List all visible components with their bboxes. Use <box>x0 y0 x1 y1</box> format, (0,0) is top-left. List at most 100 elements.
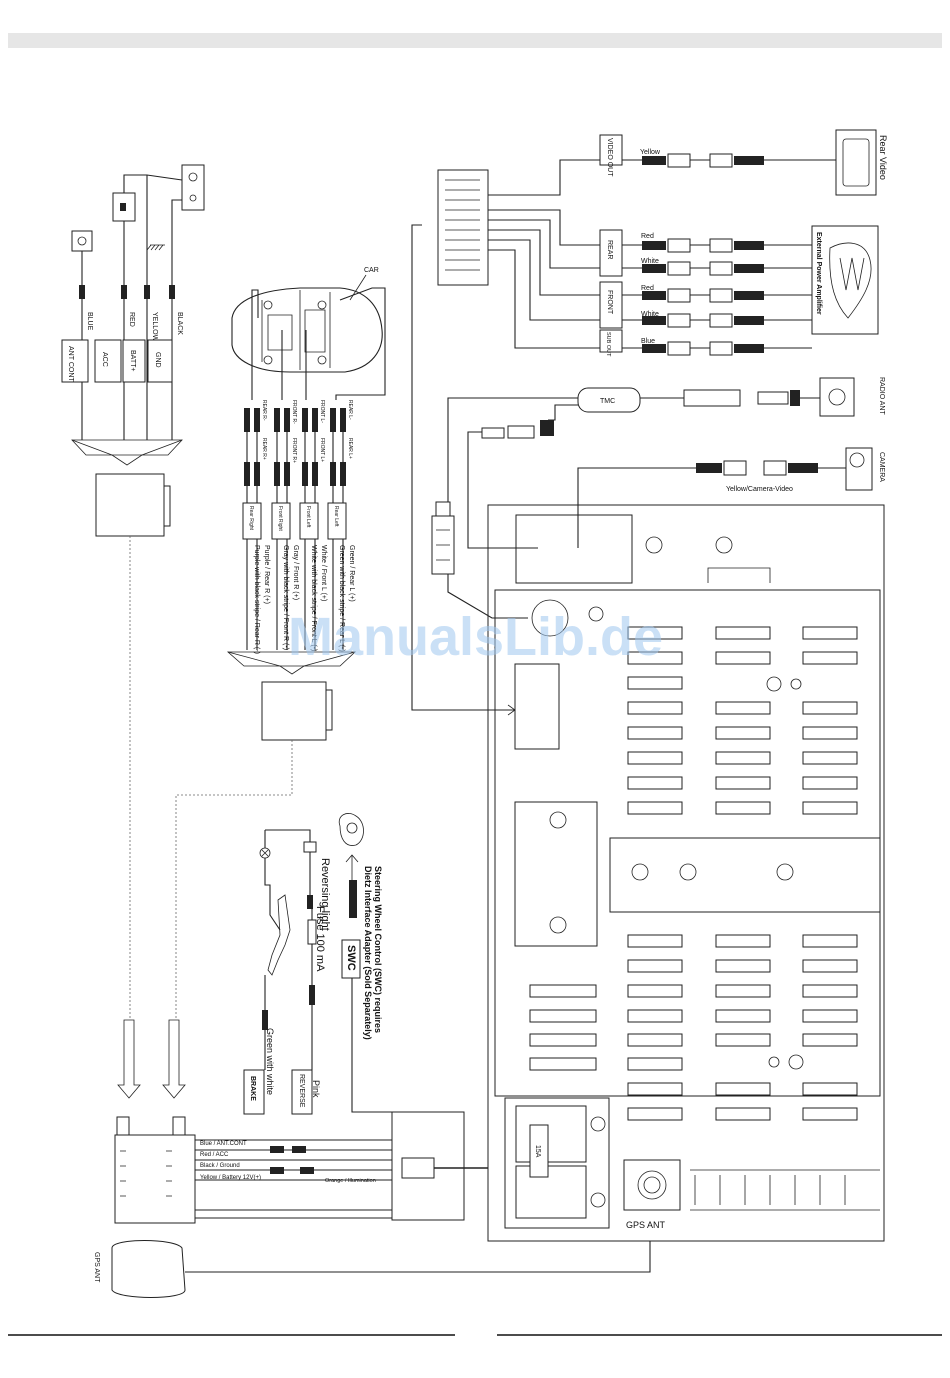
swc-label: SWC <box>345 945 357 971</box>
brake-pedal-symbol <box>267 894 291 976</box>
camera-label: CAMERA <box>878 452 885 482</box>
swc-note-line2: Dietz Interface Adapter (Sold Separately… <box>363 866 373 1040</box>
gps-socket <box>637 1170 667 1200</box>
harness-label-yellow: Yellow / Battery 12V(+) <box>200 1175 261 1181</box>
fuse-label: Fuse 100 mA <box>314 906 326 972</box>
acc-label: ACC <box>101 352 108 367</box>
tag-rear-right <box>242 502 262 540</box>
vent-slots <box>529 626 858 1121</box>
plug-label-front-l-plus: FRONT L+ <box>319 438 325 462</box>
reverse-box <box>291 1069 313 1115</box>
camera-body <box>845 447 873 491</box>
speaker-connectors <box>244 408 346 486</box>
video-out-label: VIDEO OUT <box>606 138 613 177</box>
wire-label-gray: Gray / Front R (+) <box>292 545 299 600</box>
gps-antenna-puck <box>111 1240 186 1298</box>
gps-ant-label-left: GPS ANT <box>93 1252 100 1283</box>
svg-text:Front Left: Front Left <box>305 506 311 528</box>
color-label-yellow: Yellow <box>640 149 661 156</box>
camera-wire-label: Yellow/Camera-Video <box>726 486 793 493</box>
svg-text:Rear Left: Rear Left <box>333 506 339 527</box>
radio-ant-label: RADIO ANT <box>878 377 885 415</box>
ant-cont-box <box>61 339 89 383</box>
plug-label-rear-l-plus: REAR L+ <box>347 438 353 459</box>
watermark: ManualsLib.de <box>288 607 663 667</box>
main-harness: Blue / ANT.CONT Red / ACC Black / Ground… <box>114 1111 509 1224</box>
color-label-red-2: Red <box>641 285 654 292</box>
brake-box <box>243 1069 265 1115</box>
gps-ant-unit-label: GPS ANT <box>626 1220 666 1230</box>
wire-label-white: White / Front L (+) <box>320 545 327 601</box>
swc-note-line1: Steering Wheel Control (SWC) requires <box>373 866 383 1033</box>
rca-plugs <box>622 153 836 356</box>
harness-label-blue: Blue / ANT.CONT <box>200 1141 247 1147</box>
video-out-box <box>599 134 623 166</box>
tag-rear-left <box>327 502 347 540</box>
rear-out-box <box>599 229 623 277</box>
amplifier-label: External Power Amplifier <box>815 232 822 315</box>
iso-connector <box>114 1134 196 1224</box>
batt-box <box>122 339 146 383</box>
car-outline <box>231 287 383 373</box>
power-wire-label-red: RED <box>128 312 135 327</box>
av-outputs: VIDEO OUT REAR FRONT SUB OUT Yellow Red … <box>437 129 888 357</box>
color-label-white-2: White <box>641 311 659 318</box>
ant-cont-label: ANT CONT <box>67 346 74 382</box>
down-arrow-2 <box>162 1019 186 1099</box>
reversing-light-label: Reversing light <box>319 858 331 931</box>
front-out-box <box>599 281 623 329</box>
tmc-label: TMC <box>600 398 615 405</box>
gnd-label: GND <box>154 352 161 368</box>
wire-label-white-black: White with black stripe / Front L (-) <box>310 545 317 651</box>
speaker-plug-block <box>261 681 327 741</box>
steering-wheel-symbol <box>338 813 364 846</box>
pink-label: Pink <box>311 1080 321 1098</box>
sub-out-box <box>599 329 623 353</box>
harness-label-black: Black / Ground <box>200 1163 240 1169</box>
rear-video-label: Rear Video <box>878 135 888 180</box>
external-amplifier <box>811 225 879 335</box>
wire-label-green: Green / Rear L (+) <box>348 545 355 602</box>
tag-front-right <box>271 502 291 540</box>
tag-front-left <box>299 502 319 540</box>
rear-video-monitor <box>835 129 877 196</box>
brake-label: BRAKE <box>249 1076 256 1101</box>
color-label-white-1: White <box>641 258 659 265</box>
plug-label-rear-r-plus: REAR R+ <box>261 438 267 460</box>
radio-ant-socket <box>531 599 569 637</box>
radio-ant-extension <box>683 389 741 407</box>
head-unit-rear: 15A GPS ANT <box>487 504 885 1242</box>
harness-label-red: Red / ACC <box>200 1152 229 1158</box>
plug-label-front-l-minus: FRONT L- <box>319 400 325 423</box>
acc-box <box>94 339 122 383</box>
antenna-symbol <box>71 230 93 252</box>
plug-label-front-r-plus: FRONT R+ <box>291 438 297 463</box>
down-arrow-1 <box>117 1019 141 1099</box>
power-plug-block <box>95 473 165 537</box>
svg-text:Rear Right: Rear Right <box>248 506 254 531</box>
wire-label-green-black: Green with black stripe / Rear L (-) <box>338 545 345 652</box>
reverse-label: REVERSE <box>298 1074 305 1108</box>
rear-out-label: REAR <box>606 240 613 259</box>
color-label-blue: Blue <box>641 338 655 345</box>
fuse-15a-label: 15A <box>534 1145 541 1158</box>
harness-label-orange: Orange / Illumination <box>325 1178 376 1184</box>
power-wire-label-yellow: YELLOW <box>151 312 158 342</box>
batt-label: BATT+ <box>129 350 136 371</box>
svg-text:Front Right: Front Right <box>277 506 283 531</box>
radio-ant-socket-symbol <box>819 377 855 417</box>
mount-bracket <box>514 801 598 947</box>
power-wire-label-blue: BLUE <box>86 312 93 331</box>
av-harness-connector <box>437 169 489 286</box>
front-out-label: FRONT <box>606 290 613 315</box>
ignition-switch-symbol <box>181 164 205 211</box>
av-connector <box>514 663 560 750</box>
wire-label-purple: Purple / Rear R (+) <box>263 545 270 604</box>
power-wire-label-black: BLACK <box>176 312 183 335</box>
gnd-box <box>147 339 173 383</box>
plug-label-front-r-minus: FRONT R- <box>291 400 297 424</box>
fuse-15a <box>529 1124 549 1178</box>
sub-out-label: SUB OUT <box>605 332 611 357</box>
color-label-red-1: Red <box>641 233 654 240</box>
